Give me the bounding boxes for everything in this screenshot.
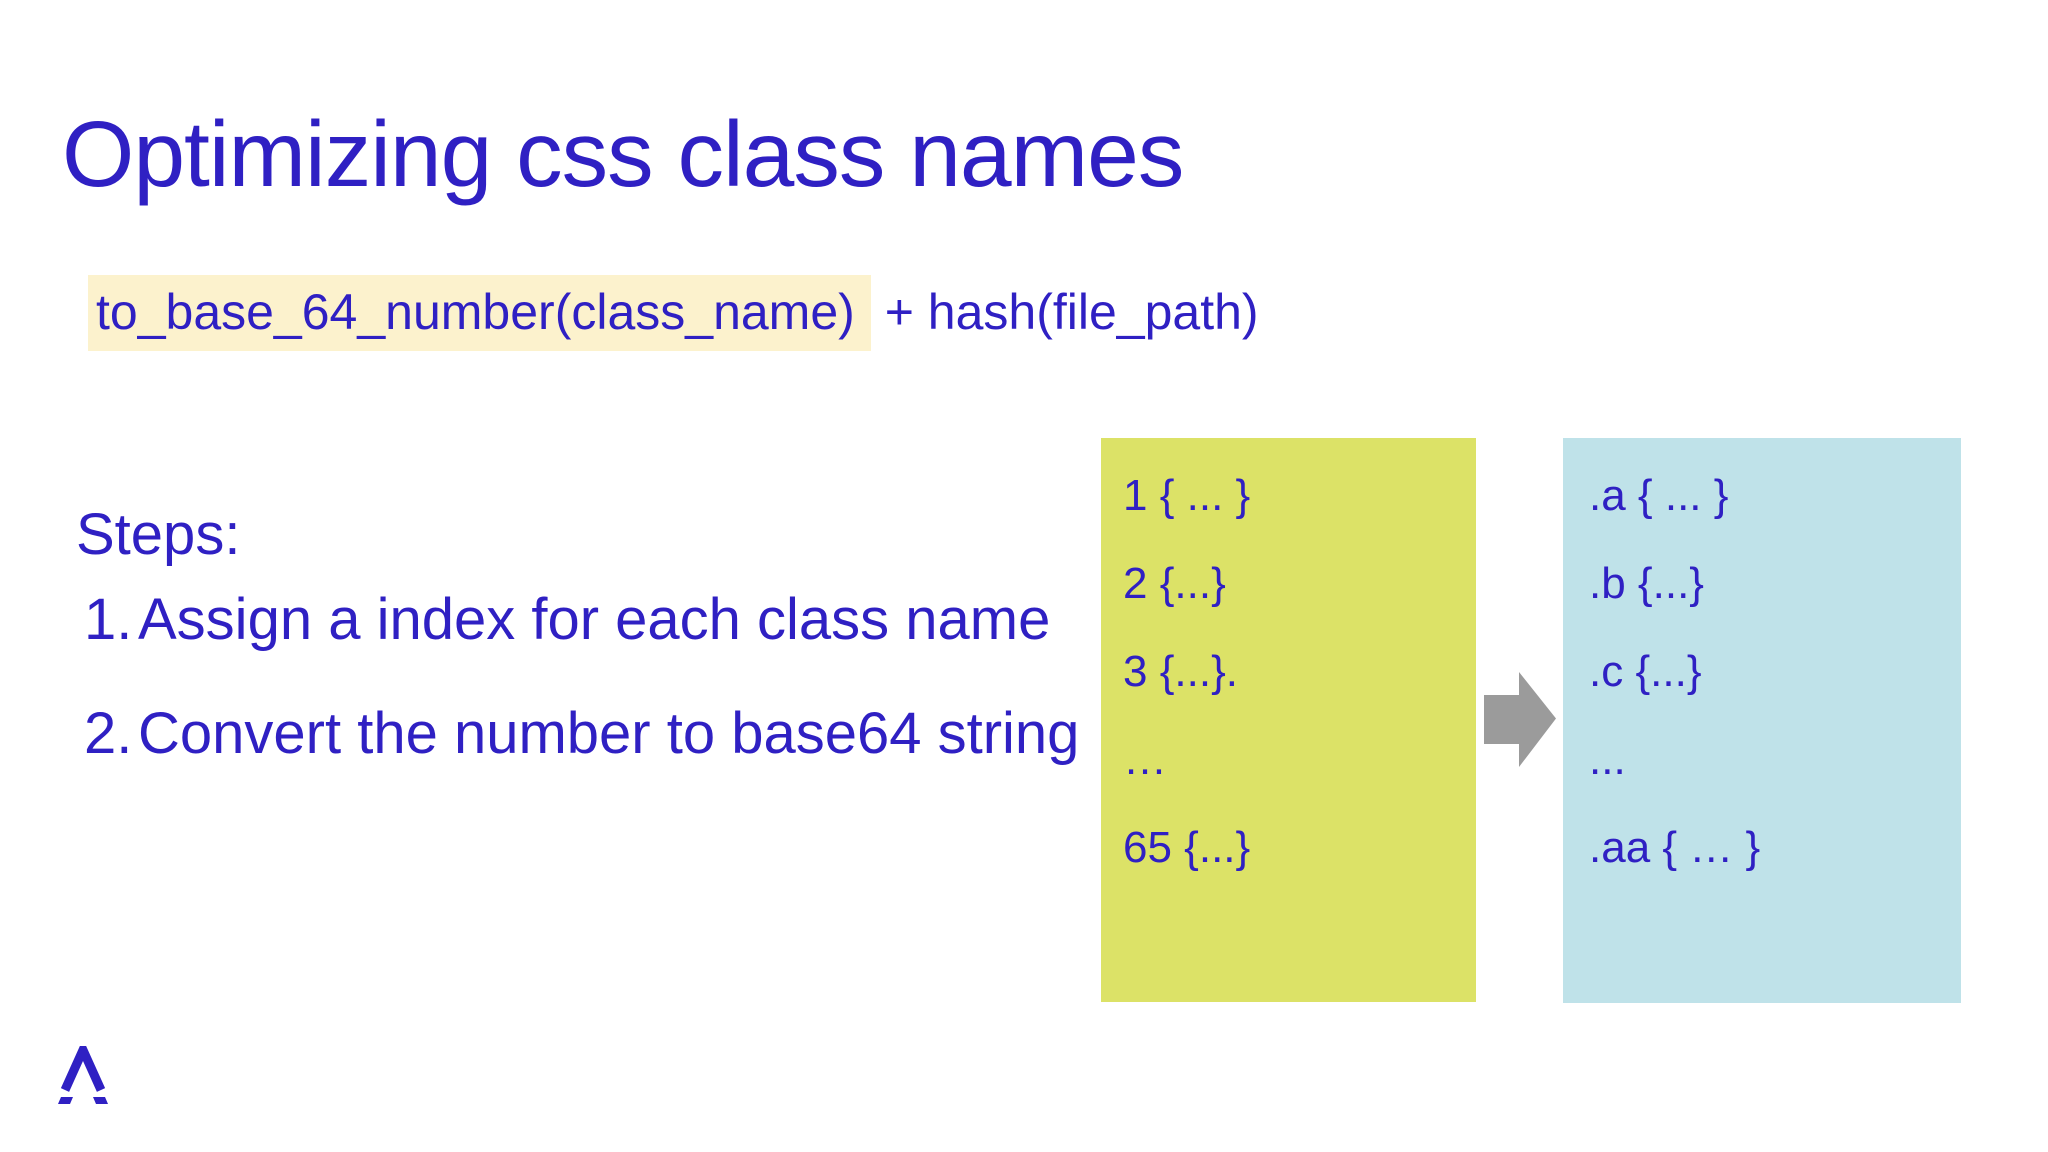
numbered-rules-box: 1 { ... } 2 {...} 3 {...}. … 65 {...}	[1101, 438, 1476, 1002]
code-expression: to_base_64_number(class_name) + hash(fil…	[88, 275, 1259, 351]
step-text: Assign a index for each class name	[138, 587, 1051, 652]
step-text: Convert the number to base64 string	[138, 700, 1080, 766]
css-rule-line: 2 {...}	[1123, 559, 1226, 608]
css-rule-line: 1 { ... }	[1123, 471, 1251, 520]
css-rule-line: .a { ... }	[1589, 471, 1729, 520]
step-number: 2.	[84, 700, 133, 766]
page-title: Optimizing css class names	[62, 102, 1184, 207]
css-rule-line: 65 {...}	[1123, 823, 1251, 872]
css-rule-line: .c {...}	[1589, 647, 1702, 696]
right-arrow-icon	[1484, 672, 1556, 767]
steps-list: 1. Assign a index for each class name 2.…	[84, 585, 1079, 768]
css-rule-line: 3 {...}.	[1123, 647, 1238, 696]
renamed-rules-box: .a { ... } .b {...} .c {...} ... .aa { ……	[1563, 438, 1961, 1003]
steps-label: Steps:	[76, 502, 241, 567]
list-item: 2. Convert the number to base64 string	[84, 699, 1079, 769]
stylized-a-logo-icon	[58, 1046, 108, 1104]
code-rest-part: + hash(file_path)	[870, 284, 1259, 340]
step-number: 1.	[84, 587, 133, 652]
css-rule-line: .b {...}	[1589, 559, 1704, 608]
code-highlighted-part: to_base_64_number(class_name)	[88, 275, 871, 351]
css-rule-line: ...	[1589, 735, 1626, 784]
css-rule-line: .aa { … }	[1589, 823, 1761, 872]
css-rule-line: …	[1123, 735, 1167, 784]
list-item: 1. Assign a index for each class name	[84, 585, 1079, 655]
